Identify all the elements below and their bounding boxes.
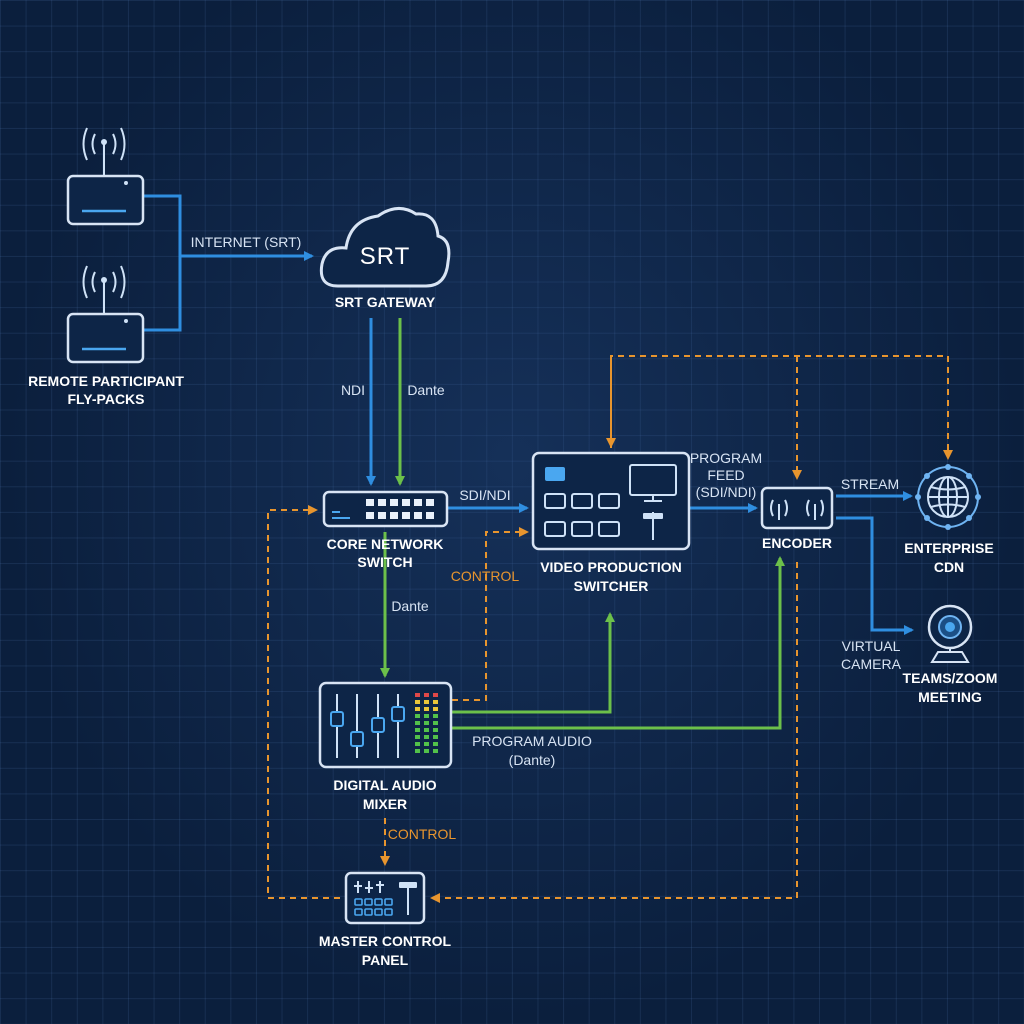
ndi-label: NDI [341,382,365,398]
network-switch-icon [322,490,449,528]
link-flypack2-internet [143,256,182,332]
digital-audio-mixer [318,681,453,769]
control-top-bus [610,355,953,460]
cloud-icon [319,207,451,288]
wireless-signal-icon [82,265,126,314]
program-feed-label-line1: PROGRAM [690,450,762,466]
master-control-panel [344,871,426,925]
router-icon [66,174,145,226]
virtual-camera-label-line2: CAMERA [841,656,902,672]
sdi-ndi-label: SDI/NDI [459,487,510,503]
link-virtual-camera [836,516,914,635]
core-switch-label-line1: CORE NETWORK [327,536,444,552]
encoder-icon [760,486,834,530]
master-control-label-line2: PANEL [362,952,409,968]
switcher-label-line2: SWITCHER [574,578,649,594]
panel-faders-icon [354,881,384,893]
dante-switch-label: Dante [391,598,429,614]
globe-icon [915,464,981,530]
encoder [760,486,834,530]
stream-label: STREAM [841,476,899,492]
flypack-2 [66,265,145,364]
level-meter-icon [415,693,438,753]
core-switch-label-line2: SWITCH [357,554,412,570]
router-icon [66,312,145,364]
control-mixer-to-switcher [452,527,529,701]
internet-srt-label: INTERNET (SRT) [191,234,302,250]
meeting-label-line1: TEAMS/ZOOM [903,670,998,686]
program-feed-label-line2: FEED [707,467,744,483]
control-switcher-label: CONTROL [451,568,520,584]
srt-gateway: SRT [319,207,451,288]
switcher-label-line1: VIDEO PRODUCTION [540,559,682,575]
cdn-label-line1: ENTERPRISE [904,540,993,556]
wireless-signal-icon [82,127,126,176]
control-panel-to-switch [267,505,340,899]
flypacks-label-line1: REMOTE PARTICIPANT [28,373,184,389]
program-feed-label-line3: (SDI/NDI) [696,484,757,500]
enterprise-cdn [915,464,981,530]
control-mixer-label: CONTROL [388,826,457,842]
core-network-switch [322,490,449,528]
cdn-label-line2: CDN [934,559,964,575]
control-encoder-to-panel [430,562,798,903]
flypacks-label-line2: FLY-PACKS [67,391,144,407]
link-flypack1-internet [143,194,182,256]
mixer-label-line1: DIGITAL AUDIO [333,777,436,793]
flypack-1 [66,127,145,226]
antenna-right-icon [806,499,824,520]
program-audio-label-line2: (Dante) [509,752,556,768]
program-audio-label-line1: PROGRAM AUDIO [472,733,592,749]
master-control-label-line1: MASTER CONTROL [319,933,452,949]
mixer-label-line2: MIXER [363,796,407,812]
srt-cloud-text: SRT [360,243,411,270]
link-program-audio-switcher [452,612,615,714]
link-program-audio-encoder [452,556,785,730]
srt-gateway-label: SRT GATEWAY [335,294,436,310]
dante-gateway-label: Dante [407,382,445,398]
encoder-label: ENCODER [762,535,832,551]
meeting-label-line2: MEETING [918,689,982,705]
virtual-camera-label-line1: VIRTUAL [842,638,901,654]
antenna-left-icon [770,499,788,520]
fader-icon [330,694,405,758]
teams-zoom-meeting [927,604,973,663]
t-bar-icon [643,513,663,519]
webcam-icon [927,604,973,663]
video-production-switcher [531,451,691,551]
